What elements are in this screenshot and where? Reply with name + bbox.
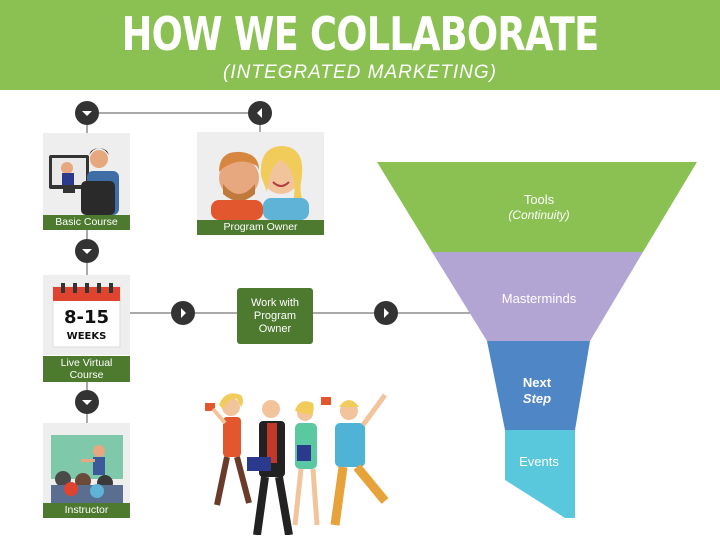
funnel-tier-tools [377,162,697,252]
funnel-label-next: Next [498,375,576,390]
funnel-label-step: Step [498,391,576,406]
funnel-label-masterminds: Masterminds [470,291,608,306]
funnel-label-tools: Tools [480,192,598,207]
funnel-tier-events [505,430,575,518]
funnel-label-events: Events [500,454,578,469]
funnel-label-tools-sub: (Continuity) [480,208,598,222]
